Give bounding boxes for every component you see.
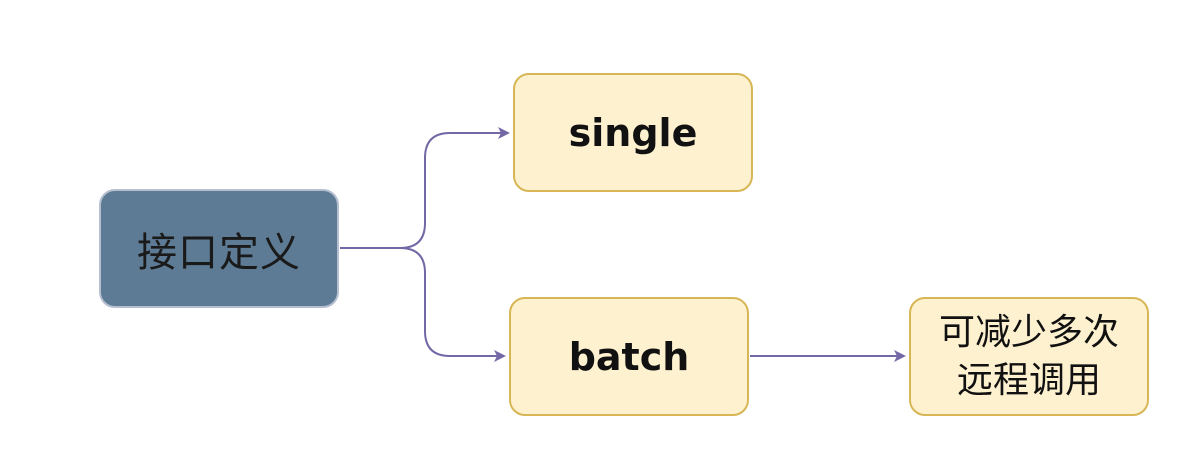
root-node[interactable]: 接口定义 [99,189,339,308]
root-node-label: 接口定义 [137,229,301,276]
connector-root-to-batch [340,247,506,362]
single-node-label: single [568,110,698,155]
connector-root-to-single [340,127,510,249]
note-line-1: 可减少多次 [938,311,1119,353]
batch-node-label: batch [568,334,690,379]
single-node[interactable]: single [513,73,753,192]
batch-node[interactable]: batch [509,297,749,416]
note-node[interactable]: 可减少多次 远程调用 [909,297,1149,416]
note-line-2: 远程调用 [956,359,1101,401]
